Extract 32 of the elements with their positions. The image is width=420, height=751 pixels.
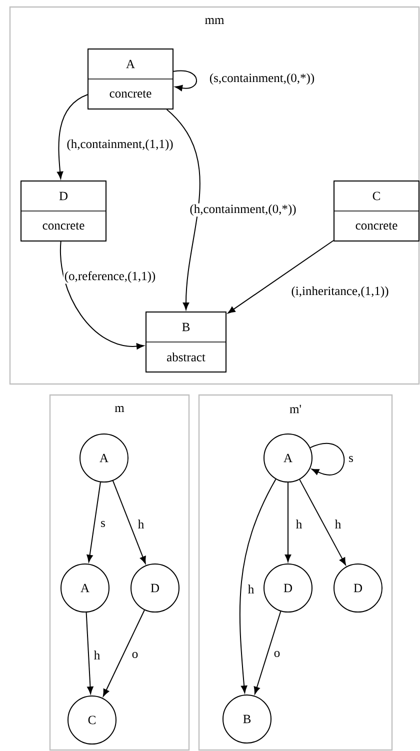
edge-label: (o,reference,(1,1)) xyxy=(63,270,157,284)
edge-label: (s,containment,(0,*)) xyxy=(208,72,316,86)
edge-label: o xyxy=(272,650,282,658)
arrow xyxy=(60,241,144,350)
arrow xyxy=(254,610,282,694)
arrow xyxy=(102,610,145,697)
edge-label: o xyxy=(130,651,140,659)
arrow xyxy=(299,479,346,566)
edge-label: s xyxy=(348,455,354,463)
edge-label: h xyxy=(92,650,102,660)
arrow xyxy=(310,443,345,476)
arrow xyxy=(57,94,88,180)
class-box: B abstract xyxy=(146,312,226,372)
edge-label: (h,containment,(0,*)) xyxy=(188,203,298,217)
arrow xyxy=(86,482,101,562)
arrow xyxy=(284,482,292,562)
edge-label: (i,inheritance,(1,1)) xyxy=(290,285,390,299)
class-box: D concrete xyxy=(20,180,106,242)
arrow xyxy=(239,478,276,694)
class-box: A concrete xyxy=(88,48,174,110)
arrow xyxy=(112,480,146,564)
edge-label: h xyxy=(334,518,342,530)
edge-label: h xyxy=(294,518,304,530)
edge-label: (h,containment,(1,1)) xyxy=(66,138,174,152)
class-box: C concrete xyxy=(334,180,420,242)
edge-label: h xyxy=(246,584,256,594)
edge-label: s xyxy=(100,520,106,528)
arrow xyxy=(173,70,197,92)
edge-label: h xyxy=(136,518,146,530)
arrow xyxy=(86,612,94,694)
arrow xyxy=(166,109,200,310)
arrow xyxy=(228,240,334,314)
